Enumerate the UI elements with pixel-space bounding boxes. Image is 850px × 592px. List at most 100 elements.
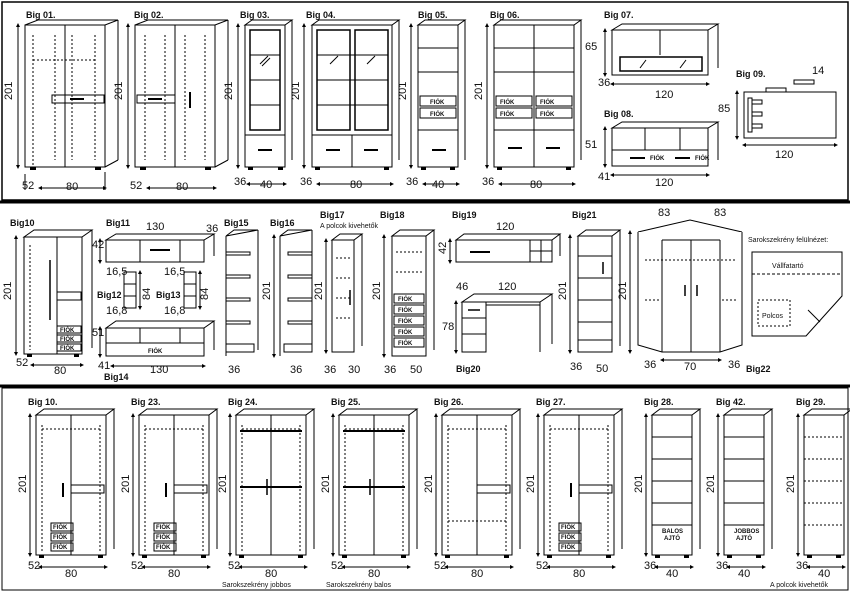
- big06-figure: Big 06. FIÓK FIÓK FIÓK FIÓK 201 36 80: [473, 10, 583, 191]
- big24-note: Sarokszekrény jobbos: [222, 582, 291, 589]
- big03-height: 201: [223, 82, 235, 100]
- big05-fiok-2: FIÓK: [430, 110, 445, 118]
- big11-title: Big11: [106, 218, 130, 228]
- big08-width: 120: [655, 177, 673, 189]
- big25-height: 201: [320, 475, 332, 493]
- big12-width: 16,8: [106, 305, 127, 317]
- big11-depth: 36: [206, 223, 218, 235]
- big21-depth: 36: [570, 361, 582, 373]
- big11-figure: Big11 42 130 36: [92, 218, 218, 264]
- big06-fiok-4: FIÓK: [540, 110, 555, 118]
- corner-vallfatarto: Vállfatartó: [772, 263, 804, 270]
- big09-depth: 14: [812, 65, 824, 77]
- big29-note: A polcok kivehetők: [770, 582, 828, 589]
- big02-figure: Big 02. 201 52 80: [113, 10, 229, 193]
- big03-title: Big 03.: [240, 10, 270, 20]
- big06-fiok-1: FIÓK: [500, 98, 515, 106]
- section-bottom-frame: [1, 387, 849, 591]
- big25-depth: 52: [331, 560, 343, 572]
- big05-figure: Big 05. FIÓK FIÓK 201 36 40: [397, 10, 467, 191]
- big10a-depth: 52: [16, 357, 28, 369]
- big11-width: 130: [146, 221, 164, 233]
- big12-figure: Big12 84 16,5 16,8: [97, 266, 153, 317]
- big01-title: Big 01.: [26, 10, 56, 20]
- big16-figure: Big16 201 36: [261, 218, 313, 376]
- big10a-fiok-2: FIÓK: [60, 335, 75, 343]
- big16-title: Big16: [270, 218, 295, 228]
- big19-width: 120: [496, 221, 514, 233]
- big07-depth: 36: [598, 77, 610, 89]
- big24-height: 201: [217, 475, 229, 493]
- big25-width: 80: [368, 568, 380, 580]
- section-top-frame: [1, 1, 849, 201]
- big27-fiok-1: FIÓK: [561, 523, 576, 531]
- big22-top-left: 83: [658, 207, 670, 219]
- big10b-height: 201: [17, 475, 29, 493]
- big08-fiok-2: FIÓK: [695, 154, 710, 162]
- big29-width: 40: [818, 568, 830, 580]
- big02-width: 80: [176, 181, 188, 193]
- corner-topview: Sarokszekrény felülnézet: Vállfatartó Po…: [748, 237, 843, 337]
- big10a-width: 80: [54, 365, 66, 377]
- big28-width: 40: [666, 568, 678, 580]
- big22-width: 70: [684, 361, 696, 373]
- big25-title: Big 25.: [331, 397, 361, 407]
- big14-title: Big14: [104, 372, 129, 382]
- big14-width: 130: [150, 364, 168, 376]
- big27-height: 201: [525, 475, 537, 493]
- big23-depth: 52: [131, 560, 143, 572]
- big28-door-label-1: BALOS: [662, 529, 683, 535]
- big27-title: Big 27.: [536, 397, 566, 407]
- big22-title: Big22: [746, 364, 771, 374]
- big06-fiok-2: FIÓK: [540, 98, 555, 106]
- big04-width: 80: [350, 179, 362, 191]
- big13-title: Big13: [156, 290, 181, 300]
- big01-depth: 52: [22, 180, 34, 192]
- big19-figure: Big19 42 120: [437, 210, 562, 264]
- big20-width: 120: [498, 281, 516, 293]
- big14-depth: 41: [98, 360, 110, 372]
- big05-width: 40: [432, 179, 444, 191]
- big18-fiok-2: FIÓK: [398, 306, 413, 314]
- big12-title: Big12: [97, 290, 122, 300]
- big18-height: 201: [371, 282, 383, 300]
- big10a-fiok-3: FIÓK: [60, 344, 75, 352]
- big26-depth: 52: [434, 560, 446, 572]
- big22-depth-left: 36: [644, 359, 656, 371]
- big06-fiok-3: FIÓK: [500, 110, 515, 118]
- big05-fiok-1: FIÓK: [430, 98, 445, 106]
- big42-height: 201: [705, 475, 717, 493]
- big10b-fiok-3: FIÓK: [53, 543, 68, 551]
- big11-height: 42: [92, 239, 104, 251]
- big09-title: Big 09.: [736, 69, 766, 79]
- big42-door-label-1: JOBBOS: [734, 529, 759, 535]
- corner-topview-title: Sarokszekrény felülnézet:: [748, 237, 828, 244]
- big25-note: Sarokszekrény balos: [326, 582, 391, 589]
- big08-fiok-1: FIÓK: [650, 154, 665, 162]
- big02-depth: 52: [130, 180, 142, 192]
- big42-depth: 36: [716, 560, 728, 572]
- big10a-height: 201: [2, 282, 14, 300]
- big03-depth: 36: [234, 176, 246, 188]
- big27-depth: 52: [536, 560, 548, 572]
- big06-width: 80: [530, 179, 542, 191]
- big28-depth: 36: [644, 560, 656, 572]
- big23-width: 80: [168, 568, 180, 580]
- big08-height: 51: [585, 139, 597, 151]
- big20-title: Big20: [456, 364, 481, 374]
- big16-height: 201: [261, 282, 273, 300]
- big08-figure: Big 08. FIÓK FIÓK 51 41 120: [585, 109, 720, 189]
- big06-height: 201: [473, 82, 485, 100]
- big27-width: 80: [573, 568, 585, 580]
- big04-depth: 36: [300, 176, 312, 188]
- big14-figure: Big14 FIÓK 51 41 130: [92, 320, 216, 382]
- big18-width: 50: [410, 364, 422, 376]
- big10b-title: Big 10.: [28, 397, 58, 407]
- big42-title: Big 42.: [716, 397, 746, 407]
- big06-depth: 36: [482, 176, 494, 188]
- big19-height: 42: [437, 242, 449, 254]
